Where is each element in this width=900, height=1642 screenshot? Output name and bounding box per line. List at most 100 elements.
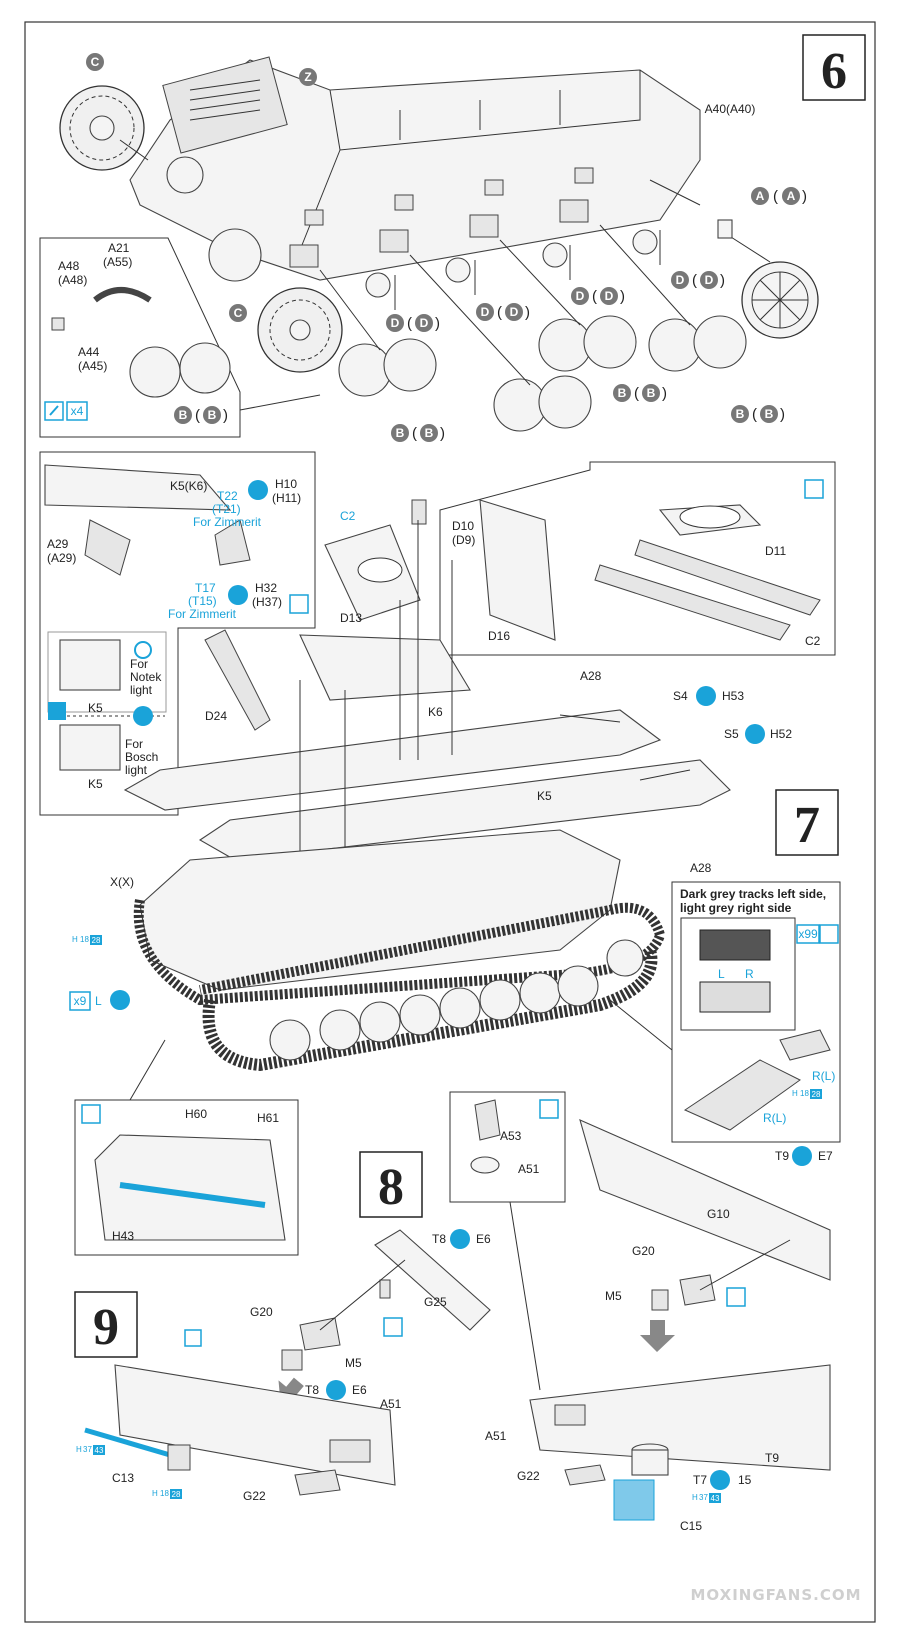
svg-text:D: D <box>576 289 585 303</box>
svg-text:C: C <box>234 306 243 320</box>
svg-text:28: 28 <box>812 1090 821 1099</box>
tow-bar-h60 <box>119 1182 266 1208</box>
svg-text:A53: A53 <box>500 1129 522 1143</box>
road-wheels-assembled <box>269 939 644 1061</box>
svg-text:H: H <box>152 1489 158 1498</box>
svg-text:E6: E6 <box>476 1232 491 1246</box>
track-run <box>202 948 658 1072</box>
svg-text:T9: T9 <box>775 1149 789 1163</box>
hull-assembled <box>139 829 621 991</box>
svg-text:(H37): (H37) <box>252 595 282 609</box>
svg-text:H53: H53 <box>722 689 744 703</box>
svg-text:D: D <box>676 273 685 287</box>
svg-text:): ) <box>802 188 807 205</box>
step-9: 9 T8 E6 G20 G25 M5 T8 E6 A51 C13 H 37 43… <box>74 1229 491 1503</box>
svg-text:x4: x4 <box>71 404 84 418</box>
step-box <box>802 34 866 101</box>
svg-text:T9: T9 <box>765 1451 779 1465</box>
svg-text:H61: H61 <box>257 1111 279 1125</box>
svg-text:37: 37 <box>83 1445 92 1454</box>
svg-text:A: A <box>756 189 765 203</box>
svg-text:(: ( <box>773 188 778 205</box>
svg-text:S4: S4 <box>673 689 688 703</box>
step-number: 6 <box>821 43 847 100</box>
svg-text:B: B <box>765 407 774 421</box>
svg-text:A28: A28 <box>580 669 602 683</box>
svg-text:K6: K6 <box>428 705 443 719</box>
svg-text:D11: D11 <box>765 544 786 558</box>
fender-t8 <box>374 1229 491 1331</box>
svg-text:A28: A28 <box>690 861 712 875</box>
svg-text:7: 7 <box>794 797 820 854</box>
svg-text:R(L): R(L) <box>763 1111 786 1125</box>
svg-text:): ) <box>780 406 785 423</box>
svg-text:B: B <box>425 426 434 440</box>
svg-text:): ) <box>440 425 445 442</box>
svg-text:(: ( <box>592 288 597 305</box>
svg-text:A40(A40): A40(A40) <box>705 102 756 116</box>
svg-text:G20: G20 <box>250 1305 273 1319</box>
arrow-down <box>640 1320 675 1352</box>
inset-tow-bar: H60 H61 H43 <box>74 1039 299 1256</box>
svg-text:H: H <box>72 935 78 944</box>
svg-text:H43: H43 <box>112 1229 134 1243</box>
svg-text:8: 8 <box>378 1159 404 1216</box>
watermark: MOXINGFANS.COM <box>690 1586 861 1604</box>
svg-text:R(L): R(L) <box>812 1069 835 1083</box>
svg-text:(: ( <box>412 425 417 442</box>
svg-text:B: B <box>208 408 217 422</box>
svg-text:R: R <box>745 967 754 981</box>
svg-text:For Zimmerit: For Zimmerit <box>168 607 237 621</box>
svg-text:M5: M5 <box>605 1289 622 1303</box>
svg-text:): ) <box>435 315 440 332</box>
svg-text:(: ( <box>692 272 697 289</box>
svg-text:D: D <box>605 289 614 303</box>
svg-text:A29: A29 <box>47 537 69 551</box>
svg-text:Dark grey tracks left side,lig: Dark grey tracks left side,light grey ri… <box>680 887 826 915</box>
svg-text:43: 43 <box>95 1446 104 1455</box>
svg-text:G25: G25 <box>424 1295 447 1309</box>
svg-text:B: B <box>396 426 405 440</box>
step-box <box>359 1151 423 1218</box>
svg-text:): ) <box>223 407 228 424</box>
svg-text:L: L <box>718 967 725 981</box>
svg-text:H: H <box>76 1445 82 1454</box>
step-box <box>775 789 839 856</box>
svg-text:G22: G22 <box>517 1469 540 1483</box>
fender-t9 <box>579 1119 831 1281</box>
svg-text:(: ( <box>752 406 757 423</box>
step-box <box>74 1291 138 1358</box>
svg-text:B: B <box>618 386 627 400</box>
fender-left <box>123 709 662 811</box>
svg-text:X(X): X(X) <box>110 875 134 889</box>
svg-text:H10: H10 <box>275 477 297 491</box>
step-6-inset-bogie: A21 (A55) A48 (A48) A44 (A45) B (B) x4 <box>39 237 321 438</box>
svg-text:(: ( <box>497 304 502 321</box>
svg-text:A21: A21 <box>108 241 130 255</box>
svg-text:): ) <box>525 304 530 321</box>
plate-d13 <box>299 634 471 701</box>
svg-text:C2: C2 <box>805 634 821 648</box>
svg-text:18: 18 <box>80 935 89 944</box>
svg-text:(A48): (A48) <box>58 273 87 287</box>
inset-turret-ring: D11 C2 <box>439 461 836 656</box>
svg-text:(A45): (A45) <box>78 359 107 373</box>
step-7: 7 K5(K6) T22 (T21) H10 (H11) For Zimmeri… <box>39 451 841 1256</box>
svg-text:18: 18 <box>160 1489 169 1498</box>
svg-text:D10: D10 <box>452 519 474 533</box>
svg-text:T8: T8 <box>305 1383 319 1397</box>
svg-text:28: 28 <box>92 936 101 945</box>
svg-text:G20: G20 <box>632 1244 655 1258</box>
svg-text:G10: G10 <box>707 1207 730 1221</box>
svg-text:x9: x9 <box>74 994 87 1008</box>
svg-text:K5: K5 <box>88 777 103 791</box>
svg-text:B: B <box>647 386 656 400</box>
svg-text:D: D <box>705 273 714 287</box>
svg-text:C15: C15 <box>680 1519 702 1533</box>
svg-text:(D9): (D9) <box>452 533 475 547</box>
svg-text:S5: S5 <box>724 727 739 741</box>
step-8: 8 A53 A51 T9 E7 G10 G20 M5 A51 G22 T7 15… <box>359 1091 833 1533</box>
svg-text:(T21): (T21) <box>212 502 241 516</box>
